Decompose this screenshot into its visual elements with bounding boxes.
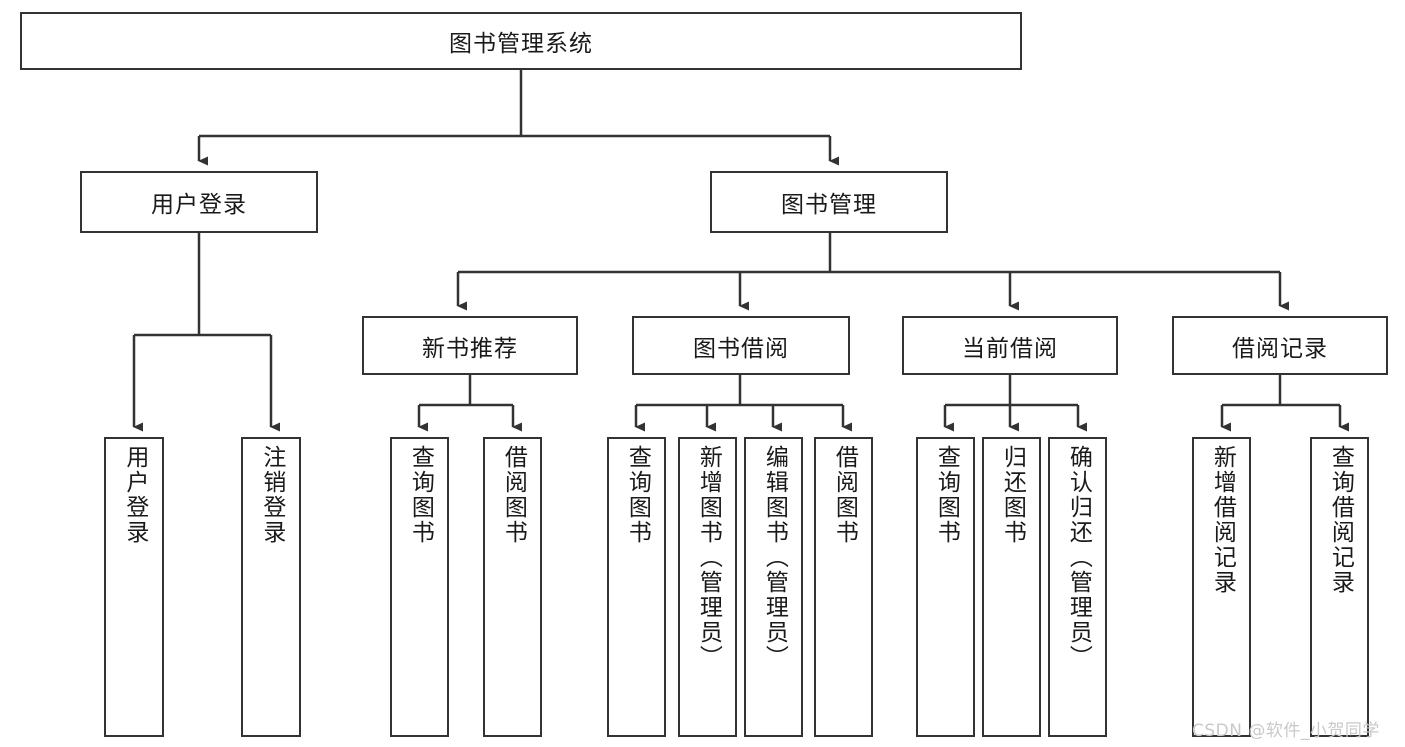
node-label: 用户登录: [151, 192, 247, 218]
node-label: 编辑图书（管理员）: [761, 445, 788, 670]
node-label: 用户登录: [121, 445, 148, 545]
node-label: 注销登录: [258, 445, 285, 545]
leaf-edit-book-admin[interactable]: 编辑图书（管理员）: [744, 437, 803, 737]
node-book-management[interactable]: 图书管理: [710, 171, 948, 233]
node-current-borrow[interactable]: 当前借阅: [902, 316, 1118, 375]
node-label: 借阅图书: [500, 445, 527, 545]
node-label: 查询图书: [407, 445, 434, 545]
node-label: 归还图书: [999, 445, 1026, 545]
leaf-query-book-current[interactable]: 查询图书: [916, 437, 975, 737]
node-label: 图书管理系统: [449, 31, 593, 57]
node-label: 当前借阅: [962, 335, 1058, 362]
node-label: 查询图书: [933, 445, 960, 545]
node-label: 新增借阅记录: [1209, 445, 1236, 595]
leaf-query-book-borrow[interactable]: 查询图书: [607, 437, 666, 737]
leaf-logout[interactable]: 注销登录: [241, 437, 301, 737]
leaf-query-borrow-record[interactable]: 查询借阅记录: [1310, 437, 1369, 737]
leaf-add-borrow-record[interactable]: 新增借阅记录: [1192, 437, 1251, 737]
node-label: 借阅图书: [831, 445, 858, 545]
node-borrow-record[interactable]: 借阅记录: [1172, 316, 1388, 375]
node-label: 借阅记录: [1232, 335, 1328, 362]
node-label: 查询借阅记录: [1327, 445, 1354, 595]
leaf-query-book-recommend[interactable]: 查询图书: [390, 437, 449, 737]
leaf-user-login[interactable]: 用户登录: [104, 437, 164, 737]
node-new-book-recommend[interactable]: 新书推荐: [362, 316, 578, 375]
node-label: 确认归还（管理员）: [1065, 445, 1092, 670]
leaf-confirm-return-admin[interactable]: 确认归还（管理员）: [1048, 437, 1107, 737]
node-label: 图书管理: [781, 192, 877, 218]
leaf-add-book-admin[interactable]: 新增图书（管理员）: [678, 437, 737, 737]
node-label: 新增图书（管理员）: [695, 445, 722, 670]
leaf-return-book[interactable]: 归还图书: [982, 437, 1041, 737]
node-label: 查询图书: [624, 445, 651, 545]
leaf-borrow-book[interactable]: 借阅图书: [814, 437, 873, 737]
node-user-login[interactable]: 用户登录: [80, 171, 318, 233]
watermark: CSDN @软件_小贺同学: [1192, 721, 1380, 741]
leaf-borrow-book-recommend[interactable]: 借阅图书: [483, 437, 542, 737]
node-book-borrow[interactable]: 图书借阅: [632, 316, 850, 375]
node-label: 新书推荐: [422, 335, 518, 362]
node-label: 图书借阅: [693, 335, 789, 362]
node-root-book-management-system[interactable]: 图书管理系统: [20, 12, 1022, 70]
